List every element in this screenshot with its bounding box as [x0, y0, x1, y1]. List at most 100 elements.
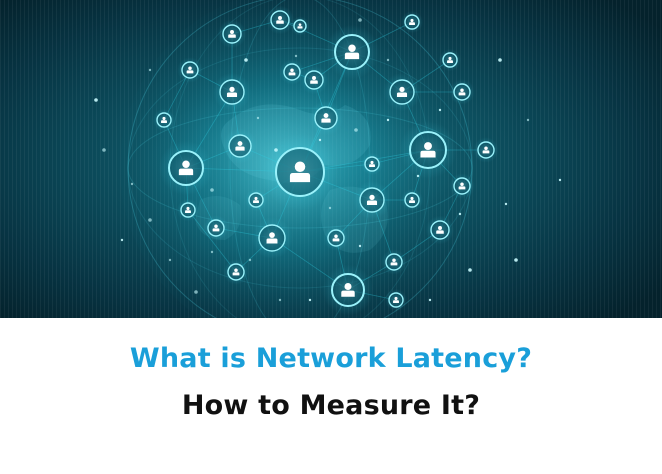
user-node-icon — [261, 133, 339, 211]
spark-dot — [148, 218, 152, 222]
globe-outline — [127, 0, 473, 318]
user-node-icon — [425, 215, 455, 245]
spark-dot — [428, 298, 432, 302]
person-head — [298, 23, 302, 26]
person-body — [436, 230, 444, 234]
user-node-icon — [449, 173, 475, 199]
person-body — [288, 72, 296, 76]
person-body — [341, 290, 355, 297]
user-node-icon — [217, 19, 247, 49]
user-node-icon — [473, 137, 499, 163]
person-head — [188, 66, 192, 70]
user-node-icon — [212, 72, 252, 112]
user-node-icon — [400, 188, 424, 212]
spark-dot — [94, 98, 98, 102]
person-body — [409, 22, 415, 25]
node-ring — [156, 112, 172, 128]
person-body — [178, 168, 194, 176]
network-hero-image — [0, 0, 662, 318]
spark-dot — [458, 212, 462, 216]
person-head — [448, 56, 452, 60]
spark-dot — [256, 116, 260, 120]
user-node-icon — [279, 59, 305, 85]
user-node-icon — [324, 24, 380, 80]
spark-dot — [210, 250, 214, 254]
globe-latitude — [127, 47, 473, 289]
spark-dot — [358, 244, 362, 248]
user-node-icon — [176, 198, 200, 222]
person-body — [226, 92, 238, 98]
user-node-icon — [384, 288, 408, 312]
person-head — [370, 160, 374, 165]
network-illustration — [0, 0, 662, 318]
spark-dot — [498, 58, 502, 62]
person-head — [230, 30, 234, 34]
person-body — [161, 120, 167, 123]
person-body — [185, 210, 191, 213]
user-node-icon — [223, 259, 249, 285]
person-body — [186, 70, 194, 74]
person-head — [294, 161, 306, 172]
user-node-icon — [381, 249, 407, 275]
user-node-icon — [251, 217, 293, 259]
person-body — [266, 238, 278, 244]
person-head — [162, 116, 166, 120]
node-ring — [388, 292, 404, 308]
network-link — [187, 209, 237, 273]
spark-dot — [278, 298, 282, 302]
spark-dot — [130, 182, 134, 186]
person-head — [334, 234, 338, 239]
user-node-icon — [158, 140, 214, 196]
person-body — [332, 238, 340, 242]
user-node-icon — [438, 48, 462, 72]
person-body — [276, 20, 284, 24]
user-node-icon — [323, 225, 349, 251]
person-body — [366, 200, 378, 206]
person-head — [410, 18, 414, 22]
person-body — [228, 34, 236, 38]
spark-dot — [244, 58, 248, 62]
node-ring — [453, 83, 471, 101]
spark-dot — [120, 238, 124, 242]
person-body — [420, 150, 436, 158]
person-body — [310, 80, 318, 84]
person-head — [254, 196, 258, 201]
person-body — [369, 164, 375, 167]
spark-dot — [558, 178, 562, 182]
spark-dot — [358, 18, 362, 22]
person-body — [393, 300, 399, 303]
spark-dot — [504, 202, 508, 206]
node-ring — [283, 63, 301, 81]
user-node-icon — [152, 108, 176, 132]
person-body — [458, 92, 466, 96]
user-node-icon — [360, 152, 384, 176]
user-node-icon — [399, 121, 457, 179]
person-head — [182, 160, 190, 168]
person-body — [344, 52, 360, 60]
globe-latitude — [127, 107, 473, 229]
person-body — [482, 150, 490, 154]
person-body — [458, 186, 466, 190]
person-head — [269, 232, 275, 238]
person-head — [348, 44, 356, 52]
user-node-icon — [290, 16, 310, 36]
person-head — [323, 113, 329, 118]
user-node-icon — [299, 65, 329, 95]
person-body — [396, 92, 408, 98]
user-node-icon — [322, 264, 374, 316]
person-body — [409, 200, 415, 203]
person-body — [235, 146, 245, 151]
spark-dot — [148, 68, 152, 72]
node-ring — [181, 61, 199, 79]
person-head — [438, 226, 442, 231]
user-node-icon — [222, 128, 258, 164]
user-node-icon — [244, 188, 268, 212]
spark-dot — [386, 118, 390, 122]
user-node-icon — [449, 79, 475, 105]
person-body — [232, 272, 240, 276]
person-body — [321, 118, 331, 123]
person-head — [312, 76, 316, 80]
spark-dot — [468, 268, 472, 272]
person-body — [447, 60, 453, 63]
node-ring — [304, 70, 324, 90]
